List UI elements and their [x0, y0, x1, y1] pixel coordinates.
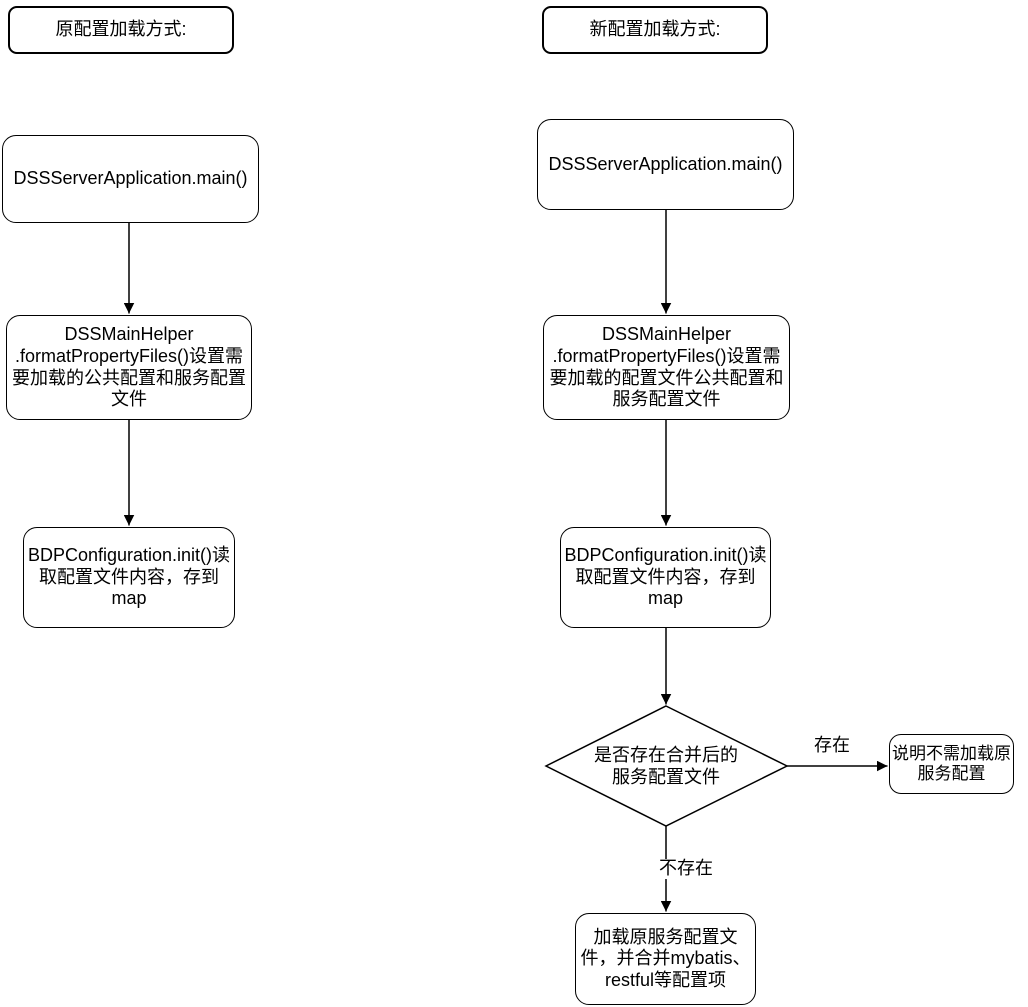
node-left-bdp-configuration-init: BDPConfiguration.init()读 取配置文件内容，存到 map	[23, 527, 235, 628]
node-left-dss-server-main: DSSServerApplication.main()	[2, 135, 259, 223]
node-right-bdp-configuration-init: BDPConfiguration.init()读 取配置文件内容，存到 map	[560, 527, 771, 628]
edge-label-not-exists: 不存在	[648, 858, 724, 879]
node-right-dss-main-helper: DSSMainHelper .formatPropertyFiles()设置需 …	[543, 315, 790, 420]
edge-label-exists: 存在	[798, 735, 866, 756]
node-left-dss-main-helper: DSSMainHelper .formatPropertyFiles()设置需 …	[6, 315, 252, 420]
node-new-flow-title: 新配置加载方式:	[542, 6, 768, 54]
node-right-dss-server-main: DSSServerApplication.main()	[537, 119, 794, 210]
node-original-flow-title: 原配置加载方式:	[8, 6, 234, 54]
node-no-need-load-original-config: 说明不需加载原 服务配置	[889, 734, 1014, 794]
decision-diamond	[544, 705, 789, 827]
node-load-original-config-merge: 加载原服务配置文 件，并合并mybatis、 restful等配置项	[575, 913, 756, 1005]
decision-merged-config-exists-text: 是否存在合并后的 服务配置文件	[594, 744, 738, 788]
